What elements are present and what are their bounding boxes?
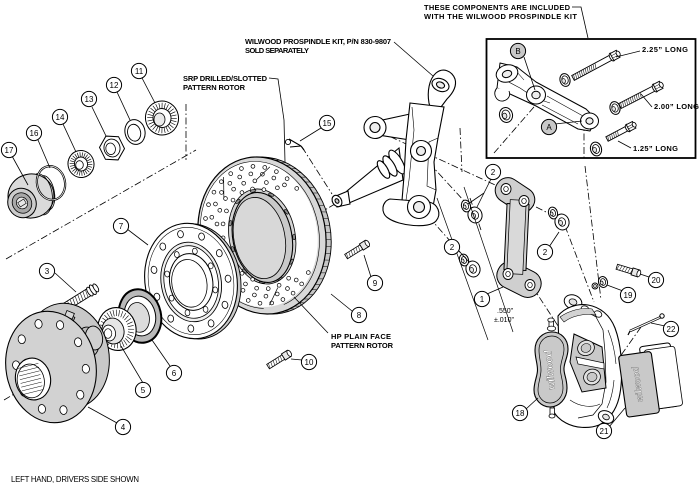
svg-text:10: 10 bbox=[305, 358, 314, 367]
svg-text:8: 8 bbox=[357, 311, 362, 320]
svg-text:19: 19 bbox=[624, 291, 633, 300]
svg-text:5: 5 bbox=[141, 386, 146, 395]
svg-text:PATTERN ROTOR: PATTERN ROTOR bbox=[183, 83, 246, 92]
svg-text:22: 22 bbox=[667, 325, 676, 334]
svg-text:11: 11 bbox=[135, 67, 144, 76]
svg-text:1.25” LONG: 1.25” LONG bbox=[633, 144, 678, 153]
svg-text:LEFT HAND, DRIVERS SIDE SHOWN: LEFT HAND, DRIVERS SIDE SHOWN bbox=[11, 475, 139, 484]
svg-text:21: 21 bbox=[600, 427, 609, 436]
svg-text:7: 7 bbox=[119, 222, 124, 231]
svg-text:2: 2 bbox=[543, 248, 548, 257]
svg-text:PATTERN ROTOR: PATTERN ROTOR bbox=[331, 341, 394, 350]
svg-text:2: 2 bbox=[491, 168, 496, 177]
svg-text:A: A bbox=[546, 123, 552, 132]
svg-text:9: 9 bbox=[373, 279, 378, 288]
svg-text:14: 14 bbox=[56, 113, 65, 122]
svg-text:1: 1 bbox=[480, 295, 485, 304]
svg-text:20: 20 bbox=[652, 276, 661, 285]
svg-text:16: 16 bbox=[30, 129, 39, 138]
svg-text:B: B bbox=[515, 47, 520, 56]
svg-text:2.00” LONG: 2.00” LONG bbox=[654, 102, 699, 111]
svg-text:4: 4 bbox=[121, 423, 126, 432]
svg-text:SOLD SEPARATELY: SOLD SEPARATELY bbox=[245, 46, 309, 55]
svg-text:17: 17 bbox=[5, 146, 14, 155]
svg-text:12: 12 bbox=[110, 81, 119, 90]
svg-text:±.010”: ±.010” bbox=[494, 317, 514, 324]
svg-text:3: 3 bbox=[45, 267, 50, 276]
svg-text:wilwood: wilwood bbox=[543, 349, 558, 390]
svg-text:WILWOOD PROSPINDLE KIT, P/N 83: WILWOOD PROSPINDLE KIT, P/N 830-9807 bbox=[245, 37, 391, 46]
svg-text:THESE COMPONENTS ARE INCLUDED: THESE COMPONENTS ARE INCLUDED bbox=[424, 3, 571, 12]
svg-text:.550”: .550” bbox=[497, 308, 514, 315]
svg-text:WITH THE WILWOOD PROSPINDLE KI: WITH THE WILWOOD PROSPINDLE KIT bbox=[424, 12, 577, 21]
svg-text:2: 2 bbox=[450, 243, 455, 252]
svg-text:18: 18 bbox=[516, 409, 525, 418]
svg-text:15: 15 bbox=[323, 119, 332, 128]
svg-text:SRP DRILLED/SLOTTED: SRP DRILLED/SLOTTED bbox=[183, 74, 268, 83]
svg-text:HP PLAIN FACE: HP PLAIN FACE bbox=[331, 332, 391, 341]
svg-text:6: 6 bbox=[172, 369, 177, 378]
svg-text:2.25” LONG: 2.25” LONG bbox=[642, 45, 688, 54]
svg-text:13: 13 bbox=[85, 95, 94, 104]
